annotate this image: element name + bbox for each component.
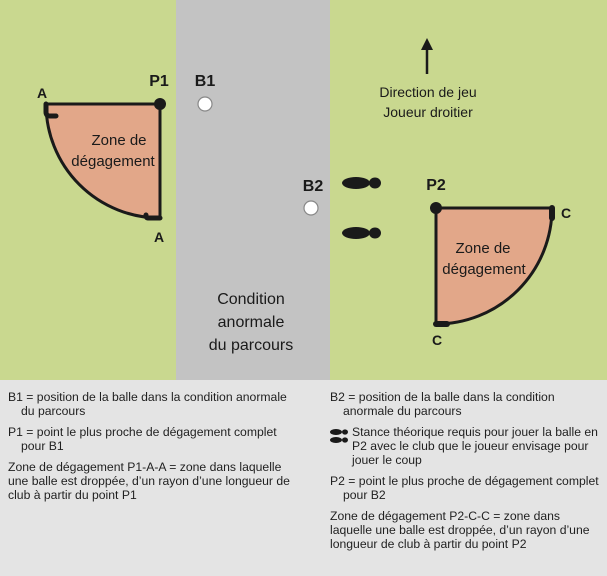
label-b2: B2 — [303, 178, 324, 195]
fairway-right — [330, 0, 607, 380]
marker-a-bottom — [143, 212, 163, 221]
legend-p1: P1 = point le plus proche de dégagement … — [8, 425, 277, 453]
marker-a-top — [43, 101, 59, 119]
zone-left-line1: Zone de — [91, 132, 146, 149]
ball-b1 — [197, 96, 213, 112]
point-p2-dot — [430, 202, 442, 214]
course-diagram: B1 P1 A A B2 P2 C C Zone de dégagement Z… — [0, 0, 607, 380]
ball-b2 — [303, 200, 319, 216]
legend-p2: P2 = point le plus proche de dégagement … — [330, 474, 599, 502]
label-b1: B1 — [195, 73, 216, 90]
label-c-bottom: C — [432, 332, 442, 348]
footprint-icon — [330, 429, 348, 443]
label-p2: P2 — [426, 177, 446, 194]
zone-right-line1: Zone de — [455, 240, 510, 257]
label-p1: P1 — [149, 73, 169, 90]
direction-line1: Direction de jeu — [379, 84, 476, 100]
footprint-icon — [342, 177, 381, 239]
legend-stance: Stance théorique requis pour jouer la ba… — [330, 425, 602, 467]
label-c-top: C — [561, 205, 571, 221]
legend-right-column: B2 = position de la balle dans la condit… — [330, 390, 602, 558]
direction-line2: Joueur droitier — [383, 104, 473, 120]
relief-zone-right — [434, 206, 554, 326]
condition-line1: Condition — [217, 291, 285, 308]
zone-left-line2: dégagement — [71, 153, 155, 170]
arrow-up-icon — [421, 38, 433, 74]
condition-line2: anormale — [218, 314, 285, 331]
legend-stance-text: Stance théorique requis pour jouer la ba… — [352, 425, 598, 467]
legend-panel: B1 = position de la balle dans la condit… — [0, 380, 607, 576]
zone-right-line2: dégagement — [442, 261, 526, 278]
abnormal-condition-area — [176, 0, 330, 380]
label-a-bottom: A — [154, 229, 164, 245]
condition-line3: du parcours — [209, 337, 294, 354]
legend-zone-p1: Zone de dégagement P1-A-A = zone dans la… — [8, 460, 290, 502]
legend-zone-p2: Zone de dégagement P2-C-C = zone dans la… — [330, 509, 590, 551]
point-p1-dot — [154, 98, 166, 110]
legend-b1: B1 = position de la balle dans la condit… — [8, 390, 287, 418]
label-a-top: A — [37, 85, 47, 101]
relief-zone-left — [44, 102, 162, 220]
legend-b2: B2 = position de la balle dans la condit… — [330, 390, 555, 418]
legend-left-column: B1 = position de la balle dans la condit… — [8, 390, 298, 509]
